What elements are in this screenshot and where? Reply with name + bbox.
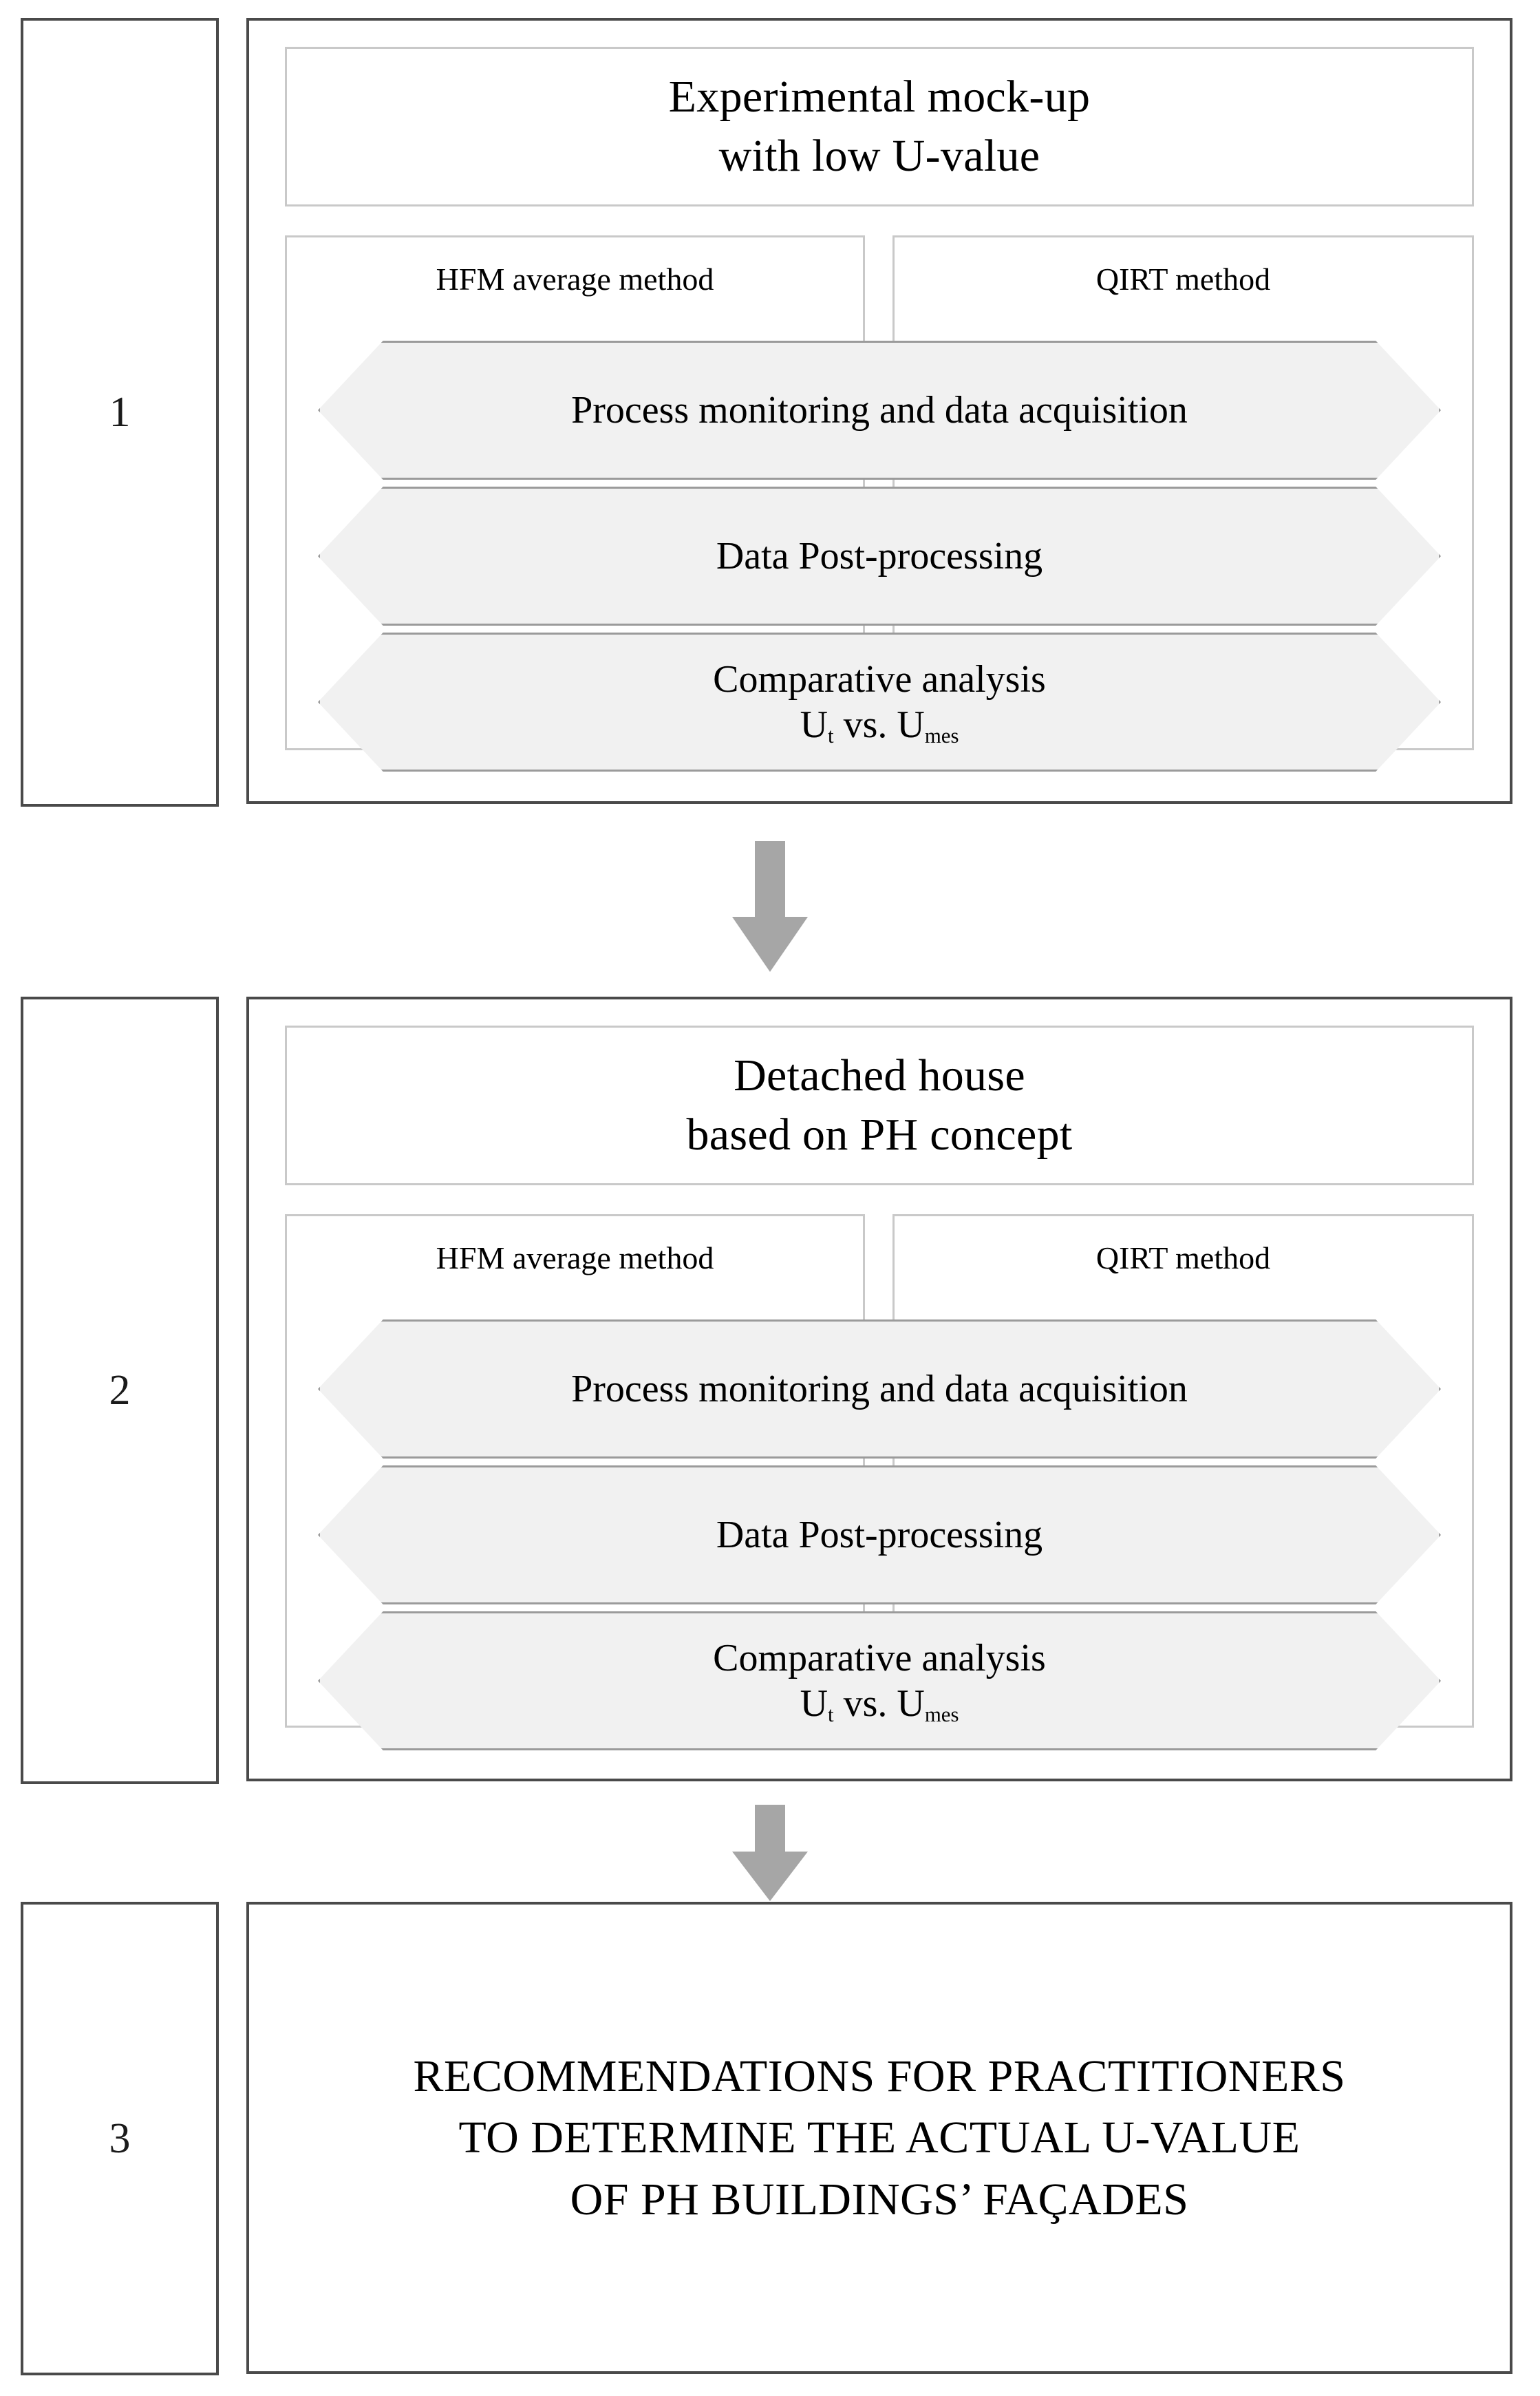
stage-3-number: 3 <box>109 2115 131 2162</box>
stage-1-step-3-formula: Ut vs. Umes <box>800 702 959 748</box>
stage-1-method-hfm-label: HFM average method <box>436 262 714 297</box>
stage-2-number: 2 <box>109 1367 131 1414</box>
u-symbol-theoretical: U <box>800 703 828 746</box>
recommendation-line-3: OF PH BUILDINGS’ FAÇADES <box>570 2174 1189 2225</box>
stage-1-step-data-post-processing[interactable]: Data Post-processing <box>318 487 1441 626</box>
stage-2-step-1-label: Process monitoring and data acquisition <box>571 1367 1188 1410</box>
stage-1-number: 1 <box>109 389 131 436</box>
stage-2-method-hfm-label: HFM average method <box>436 1240 714 1275</box>
u-symbol-measured: U <box>897 1682 925 1725</box>
u-subscript-theoretical: t <box>828 723 834 748</box>
stage-3-number-box: 3 <box>21 1902 219 2375</box>
u-symbol-measured: U <box>897 703 925 746</box>
stage-2-method-qirt-label: QIRT method <box>1095 1240 1271 1275</box>
u-subscript-theoretical: t <box>828 1702 834 1726</box>
stage-1-title-line-2: with low U-value <box>718 131 1040 181</box>
connector-arrow-2 <box>732 1805 808 1901</box>
down-arrow-icon <box>732 1805 808 1901</box>
stage-3-panel: RECOMMENDATIONS FOR PRACTITIONERS TO DET… <box>246 1902 1512 2374</box>
stage-1-panel: Experimental mock-up with low U-value HF… <box>246 18 1512 804</box>
stage-1-step-comparative-analysis[interactable]: Comparative analysis Ut vs. Umes <box>318 633 1441 772</box>
u-subscript-measured: mes <box>924 723 959 748</box>
stage-1-step-1-label: Process monitoring and data acquisition <box>571 388 1188 432</box>
comparison-operator: vs. <box>833 703 897 746</box>
down-arrow-icon <box>732 841 808 972</box>
stage-2-panel: Detached house based on PH concept HFM a… <box>246 997 1512 1781</box>
stage-2-step-comparative-analysis[interactable]: Comparative analysis Ut vs. Umes <box>318 1611 1441 1750</box>
recommendations-box: RECOMMENDATIONS FOR PRACTITIONERS TO DET… <box>249 1905 1510 2371</box>
connector-arrow-1 <box>732 841 808 972</box>
stage-2-title-box: Detached house based on PH concept <box>285 1026 1474 1185</box>
stage-2-title-line-2: based on PH concept <box>686 1110 1073 1160</box>
stage-1-step-process-monitoring[interactable]: Process monitoring and data acquisition <box>318 341 1441 480</box>
u-symbol-theoretical: U <box>800 1682 828 1725</box>
stage-2-step-data-post-processing[interactable]: Data Post-processing <box>318 1465 1441 1604</box>
stage-1-step-2-label: Data Post-processing <box>716 534 1043 577</box>
stage-2-title-line-1: Detached house <box>734 1050 1025 1101</box>
stage-1-title-box: Experimental mock-up with low U-value <box>285 47 1474 206</box>
stage-1-method-qirt-label: QIRT method <box>1095 262 1271 297</box>
stage-1-step-3-label: Comparative analysis <box>713 657 1046 701</box>
stage-1-title-line-1: Experimental mock-up <box>668 72 1091 123</box>
stage-2-step-3-formula: Ut vs. Umes <box>800 1681 959 1726</box>
stage-2-methods: HFM average method QIRT method Process m… <box>285 1214 1474 1750</box>
recommendation-line-1: RECOMMENDATIONS FOR PRACTITIONERS <box>413 2051 1346 2102</box>
comparison-operator: vs. <box>833 1682 897 1725</box>
stage-2-number-box: 2 <box>21 997 219 1784</box>
stage-2-step-3-label: Comparative analysis <box>713 1636 1046 1679</box>
recommendation-line-2: TO DETERMINE THE ACTUAL U-VALUE <box>458 2112 1301 2163</box>
stage-1-number-box: 1 <box>21 18 219 807</box>
stage-2-step-2-label: Data Post-processing <box>716 1513 1043 1556</box>
u-subscript-measured: mes <box>924 1702 959 1726</box>
stage-1-methods: HFM average method QIRT method Process m… <box>285 235 1474 772</box>
stage-2-step-process-monitoring[interactable]: Process monitoring and data acquisition <box>318 1319 1441 1459</box>
